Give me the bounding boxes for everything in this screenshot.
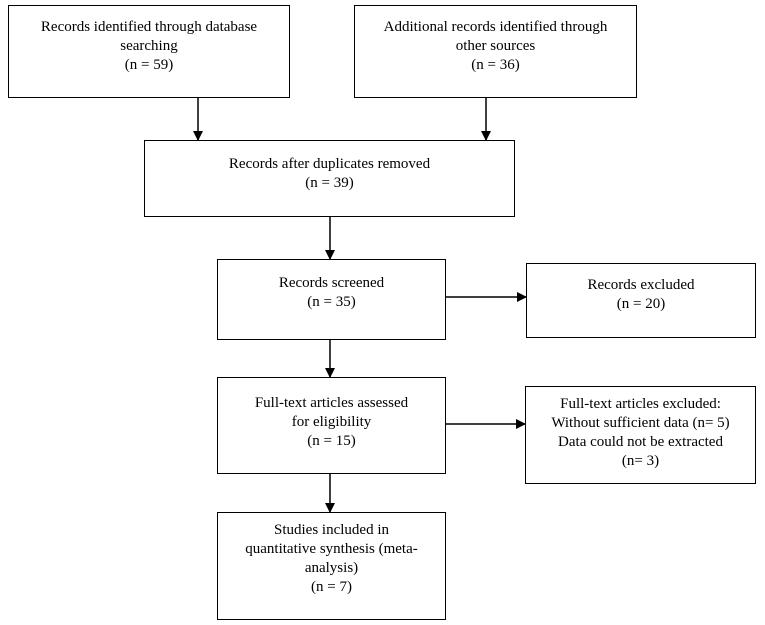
box-line: other sources <box>455 38 536 54</box>
box-count: (n = 36) <box>471 57 520 73</box>
box-line: Records identified through database <box>40 19 258 35</box>
fulltext-excluded-box: Full-text articles excluded: Without suf… <box>525 386 756 484</box>
box-line: Records excluded <box>587 277 695 293</box>
box-line: for eligibility <box>291 414 372 430</box>
box-line: searching <box>120 38 178 54</box>
box-count: (n = 15) <box>307 433 356 449</box>
fulltext-assessed-box: Full-text articles assessed for eligibil… <box>217 377 446 474</box>
box-line: analysis) <box>304 560 359 576</box>
box-line: Full-text articles assessed <box>254 395 409 411</box>
records-after-duplicates-box: Records after duplicates removed (n = 39… <box>144 140 515 217</box>
box-count: (n = 39) <box>305 175 354 191</box>
box-line: quantitative synthesis (meta- <box>245 541 418 557</box>
box-line: Records screened <box>278 275 385 291</box>
box-count: (n= 3) <box>621 453 660 469</box>
records-screened-box: Records screened (n = 35) <box>217 259 446 340</box>
additional-records-box: Additional records identified through ot… <box>354 5 637 98</box>
box-count: (n = 35) <box>307 294 356 310</box>
box-line: Additional records identified through <box>383 19 608 35</box>
studies-included-box: Studies included in quantitative synthes… <box>217 512 446 620</box>
box-line: Without sufficient data (n= 5) <box>551 415 730 431</box>
records-identified-database-box: Records identified through database sear… <box>8 5 290 98</box>
box-count: (n = 20) <box>616 296 666 312</box>
box-line: Records after duplicates removed <box>228 156 431 172</box>
box-line: Full-text articles excluded: <box>560 396 721 412</box>
box-line: Data could not be extracted <box>558 434 723 450</box>
box-line: Studies included in <box>274 522 389 538</box>
records-excluded-box: Records excluded (n = 20) <box>526 263 756 338</box>
box-count: (n = 59) <box>124 57 174 73</box>
box-count: (n = 7) <box>311 579 352 595</box>
